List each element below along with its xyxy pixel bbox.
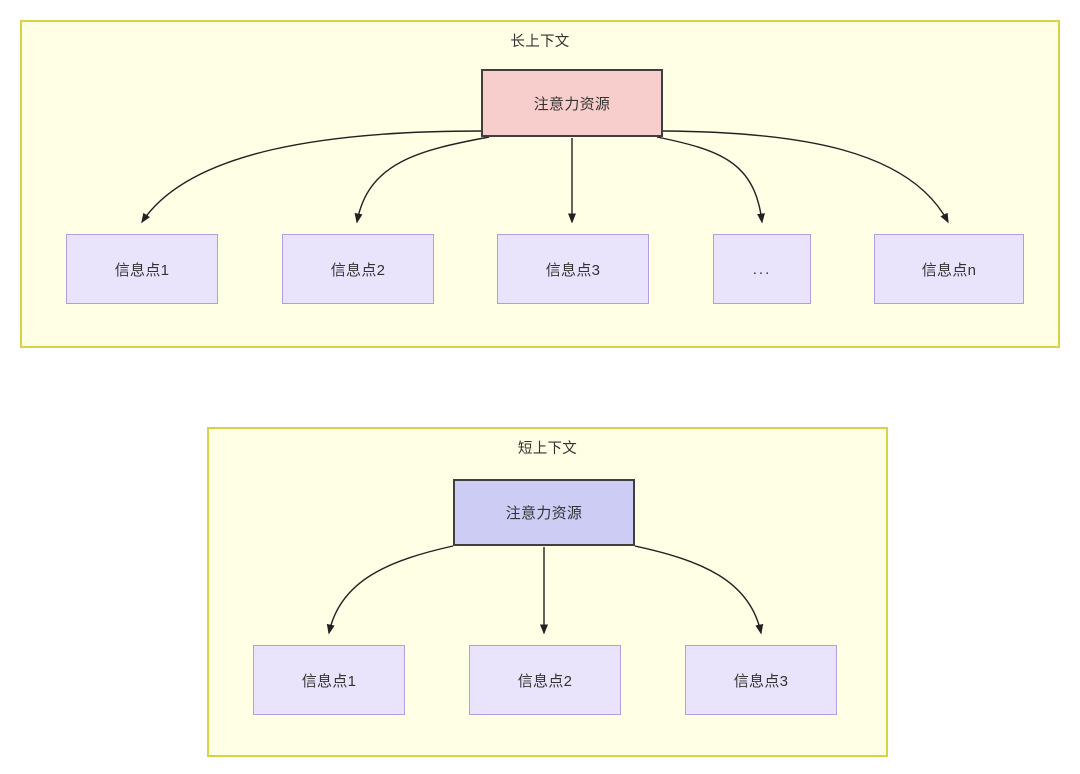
node-attention-resource-short[interactable]: 注意力资源 bbox=[453, 479, 635, 546]
node-label: 信息点2 bbox=[517, 672, 573, 690]
node-info-point-1-long[interactable]: 信息点1 bbox=[66, 234, 218, 304]
node-info-point-ellipsis-long[interactable]: ... bbox=[713, 234, 811, 304]
node-label: ... bbox=[752, 260, 772, 278]
group-title-long-context: 长上下文 bbox=[510, 34, 570, 50]
node-attention-resource-long[interactable]: 注意力资源 bbox=[481, 69, 663, 137]
node-info-point-n-long[interactable]: 信息点n bbox=[874, 234, 1024, 304]
node-info-point-3-short[interactable]: 信息点3 bbox=[685, 645, 837, 715]
node-label: 信息点3 bbox=[545, 261, 601, 279]
node-label: 信息点1 bbox=[114, 261, 170, 279]
node-label: 信息点1 bbox=[301, 672, 357, 690]
node-label: 注意力资源 bbox=[505, 505, 583, 522]
node-label: 信息点n bbox=[921, 261, 977, 279]
node-info-point-2-long[interactable]: 信息点2 bbox=[282, 234, 434, 304]
group-title-short-context: 短上下文 bbox=[517, 441, 578, 457]
node-info-point-1-short[interactable]: 信息点1 bbox=[253, 645, 405, 715]
node-info-point-2-short[interactable]: 信息点2 bbox=[469, 645, 621, 715]
node-label: 信息点2 bbox=[330, 261, 386, 279]
node-label: 信息点3 bbox=[733, 672, 789, 690]
node-info-point-3-long[interactable]: 信息点3 bbox=[497, 234, 649, 304]
node-label: 注意力资源 bbox=[533, 95, 611, 113]
